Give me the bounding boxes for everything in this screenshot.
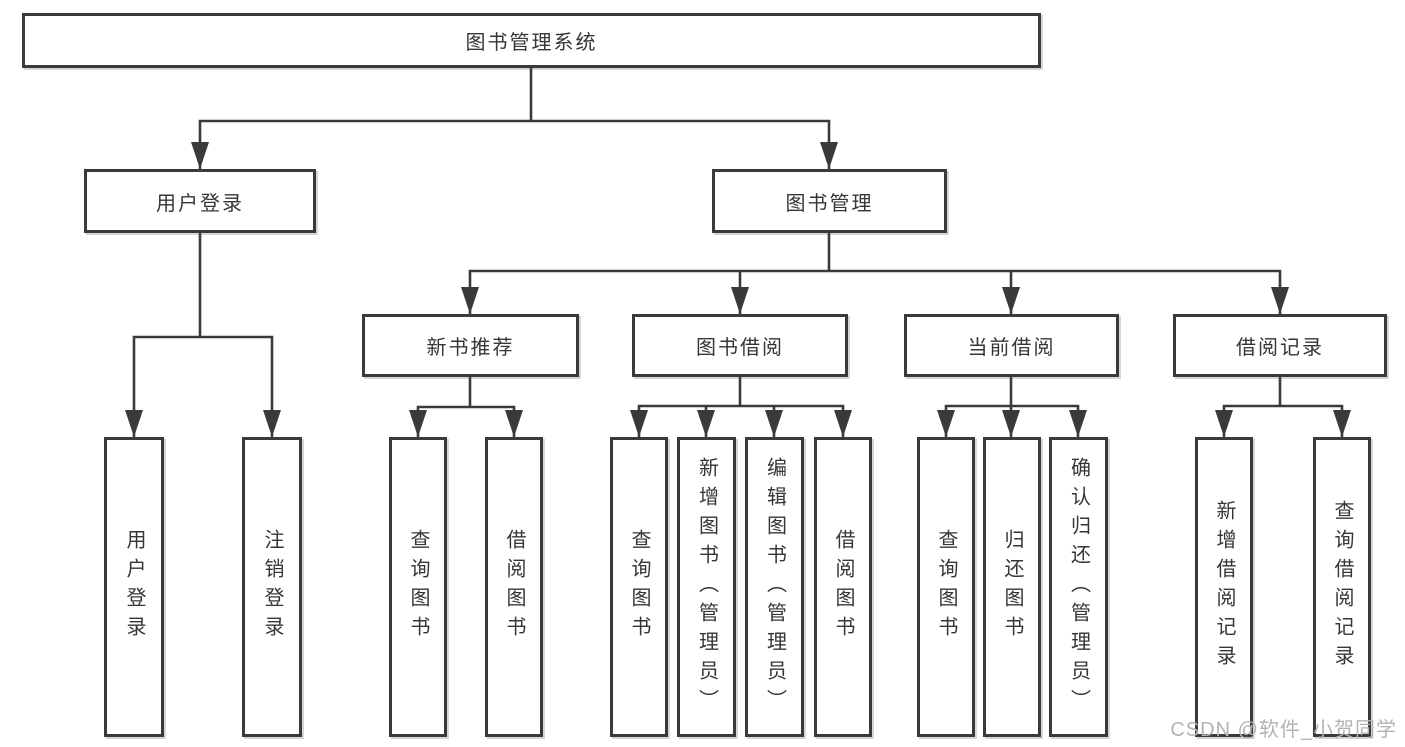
node-label: 查询图书	[935, 529, 957, 645]
node-new-book-recommendation: 新书推荐	[362, 314, 579, 377]
node-user-login: 用户登录	[84, 169, 316, 233]
node-current-query-books: 查询图书	[917, 437, 975, 737]
connectors-new-book-recommendation	[409, 377, 523, 437]
node-borrowing-edit-books-admin: 编辑图书（管理员）	[745, 437, 804, 737]
arrowhead	[1002, 287, 1020, 314]
node-label: 查询借阅记录	[1331, 500, 1353, 674]
node-user-login-leaf: 用户登录	[104, 437, 164, 737]
node-logout-leaf: 注销登录	[242, 437, 302, 737]
node-label: 图书管理	[785, 192, 874, 215]
node-book-borrowing: 图书借阅	[632, 314, 848, 377]
node-newrec-query-books: 查询图书	[389, 437, 447, 737]
node-label: 归还图书	[1001, 529, 1023, 645]
arrowhead	[125, 410, 143, 437]
node-label: 图书借阅	[696, 337, 784, 359]
node-label: 当前借阅	[967, 337, 1056, 359]
connectors-current-borrowing	[937, 377, 1087, 437]
arrowhead	[1002, 410, 1020, 437]
node-label: 用户登录	[156, 192, 244, 215]
arrowhead	[765, 410, 783, 437]
node-label: 查询图书	[407, 529, 429, 645]
node-current-borrowing: 当前借阅	[904, 314, 1119, 377]
arrowhead	[409, 410, 427, 437]
node-newrec-borrow-books: 借阅图书	[485, 437, 543, 737]
arrowhead	[505, 410, 523, 437]
node-borrowing-query-books: 查询图书	[610, 437, 668, 737]
node-label: 借阅图书	[503, 529, 525, 645]
connectors-book-management	[461, 233, 1289, 314]
node-book-management: 图书管理	[712, 169, 947, 233]
arrowhead	[263, 410, 281, 437]
connectors-book-borrowing	[630, 377, 852, 437]
arrowhead	[461, 287, 479, 314]
node-current-return-books: 归还图书	[983, 437, 1041, 737]
node-label: 查询图书	[628, 529, 650, 645]
node-library-management-system: 图书管理系统	[22, 13, 1041, 68]
node-label: 新增借阅记录	[1213, 500, 1235, 674]
connectors-borrowing-records	[1215, 377, 1351, 437]
node-label: 新书推荐	[426, 337, 515, 359]
node-label: 确认归还（管理员）	[1067, 456, 1090, 718]
arrowhead	[1215, 410, 1233, 437]
arrowhead	[820, 142, 838, 169]
node-label: 编辑图书（管理员）	[763, 456, 786, 718]
arrowhead	[1069, 410, 1087, 437]
watermark-text: CSDN @软件_小贺同学	[1170, 719, 1397, 741]
node-records-query-borrow-record: 查询借阅记录	[1313, 437, 1371, 737]
arrowhead	[697, 410, 715, 437]
arrowhead	[1271, 287, 1289, 314]
arrowhead	[731, 287, 749, 314]
node-label: 图书管理系统	[465, 32, 598, 54]
connectors-root	[191, 68, 838, 169]
arrowhead	[937, 410, 955, 437]
arrowhead	[630, 410, 648, 437]
node-label: 借阅记录	[1236, 337, 1324, 359]
node-label: 注销登录	[261, 529, 283, 645]
node-label: 用户登录	[123, 529, 145, 645]
node-borrowing-records: 借阅记录	[1173, 314, 1387, 377]
node-label: 新增图书（管理员）	[695, 456, 718, 718]
node-borrowing-add-books-admin: 新增图书（管理员）	[677, 437, 736, 737]
node-label: 借阅图书	[832, 529, 854, 645]
connectors-user-login	[125, 233, 281, 437]
node-records-add-borrow-record: 新增借阅记录	[1195, 437, 1253, 737]
node-borrowing-borrow-books: 借阅图书	[814, 437, 872, 737]
arrowhead	[1333, 410, 1351, 437]
node-current-confirm-return-admin: 确认归还（管理员）	[1049, 437, 1108, 737]
arrowhead	[834, 410, 852, 437]
arrowhead	[191, 142, 209, 169]
